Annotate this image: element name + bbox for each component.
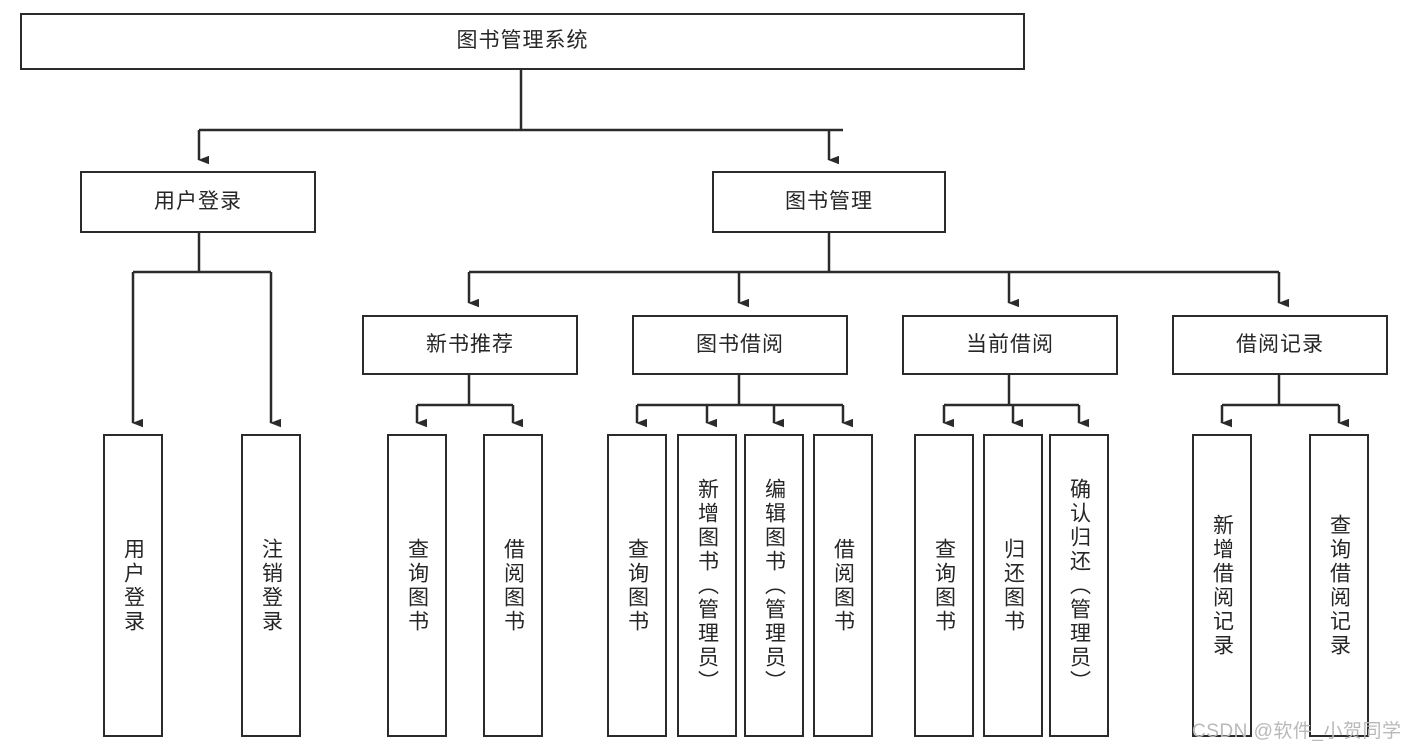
node-book-manage[interactable]: 图书管理 xyxy=(712,171,946,233)
node-borrow-record[interactable]: 借阅记录 xyxy=(1172,315,1388,375)
node-root[interactable]: 图书管理系统 xyxy=(20,13,1025,70)
node-leaf-user-logout-label: 注销登录 xyxy=(259,537,283,634)
node-borrow-record-label: 借阅记录 xyxy=(1236,332,1324,356)
node-leaf-borrow-book-1[interactable]: 借阅图书 xyxy=(483,434,543,737)
node-book-borrow[interactable]: 图书借阅 xyxy=(632,315,848,375)
node-book-borrow-label: 图书借阅 xyxy=(696,332,784,356)
node-leaf-query-record[interactable]: 查询借阅记录 xyxy=(1309,434,1369,737)
node-leaf-user-login-label: 用户登录 xyxy=(121,537,145,634)
node-new-book-recommend-label: 新书推荐 xyxy=(426,332,514,356)
node-leaf-edit-book[interactable]: 编辑图书（管理员） xyxy=(744,434,804,737)
node-leaf-confirm-return-label: 确认归还（管理员） xyxy=(1067,477,1091,694)
node-leaf-query-book-1[interactable]: 查询图书 xyxy=(387,434,447,737)
node-leaf-add-book-label: 新增图书（管理员） xyxy=(695,477,719,694)
node-user-login[interactable]: 用户登录 xyxy=(80,171,316,233)
node-leaf-edit-book-label: 编辑图书（管理员） xyxy=(762,477,786,694)
node-leaf-confirm-return[interactable]: 确认归还（管理员） xyxy=(1049,434,1109,737)
node-leaf-query-book-2-label: 查询图书 xyxy=(625,537,649,634)
node-leaf-add-record-label: 新增借阅记录 xyxy=(1210,513,1234,658)
node-current-borrow-label: 当前借阅 xyxy=(966,332,1054,356)
node-book-manage-label: 图书管理 xyxy=(785,189,873,213)
node-root-label: 图书管理系统 xyxy=(456,29,589,53)
node-leaf-user-logout[interactable]: 注销登录 xyxy=(241,434,301,737)
node-leaf-add-record[interactable]: 新增借阅记录 xyxy=(1192,434,1252,737)
node-leaf-return-book[interactable]: 归还图书 xyxy=(983,434,1043,737)
node-leaf-query-book-1-label: 查询图书 xyxy=(405,537,429,634)
node-leaf-add-book[interactable]: 新增图书（管理员） xyxy=(677,434,737,737)
node-user-login-label: 用户登录 xyxy=(154,189,242,213)
node-current-borrow[interactable]: 当前借阅 xyxy=(902,315,1118,375)
node-leaf-borrow-book-2[interactable]: 借阅图书 xyxy=(813,434,873,737)
node-leaf-query-record-label: 查询借阅记录 xyxy=(1327,513,1351,658)
node-leaf-query-book-3-label: 查询图书 xyxy=(932,537,956,634)
node-new-book-recommend[interactable]: 新书推荐 xyxy=(362,315,578,375)
node-leaf-query-book-3[interactable]: 查询图书 xyxy=(914,434,974,737)
node-leaf-query-book-2[interactable]: 查询图书 xyxy=(607,434,667,737)
node-leaf-borrow-book-2-label: 借阅图书 xyxy=(831,537,855,634)
node-leaf-return-book-label: 归还图书 xyxy=(1001,537,1025,634)
node-leaf-borrow-book-1-label: 借阅图书 xyxy=(501,537,525,634)
node-leaf-user-login[interactable]: 用户登录 xyxy=(103,434,163,737)
